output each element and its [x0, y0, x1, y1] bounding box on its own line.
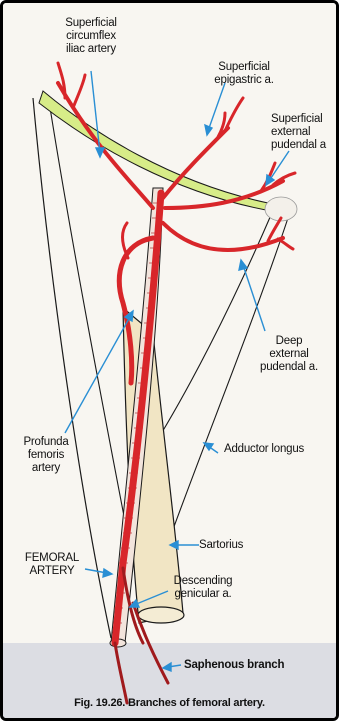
label-descending-genicular: Descending genicular a. — [159, 575, 247, 601]
figure-caption: Fig. 19.26. Branches of femoral artery. — [3, 688, 336, 718]
label-sartorius: Sartorius — [199, 539, 269, 552]
sartorius-cut-end — [138, 607, 184, 623]
label-femoral-artery: FEMORAL ARTERY — [17, 552, 87, 578]
label-deep-external-pudendal: Deep external pudendal a. — [247, 335, 331, 374]
label-superficial-epigastric: Superficial epigastric a. — [199, 61, 289, 87]
label-adductor-longus: Adductor longus — [224, 443, 336, 456]
label-superficial-external-pudendal: Superficial external pudendal a — [271, 113, 339, 152]
label-profunda-femoris: Profunda femoris artery — [13, 436, 79, 475]
label-superficial-circumflex-iliac: Superficial circumflex iliac artery — [49, 17, 133, 56]
label-saphenous-branch: Saphenous branch — [184, 659, 314, 672]
